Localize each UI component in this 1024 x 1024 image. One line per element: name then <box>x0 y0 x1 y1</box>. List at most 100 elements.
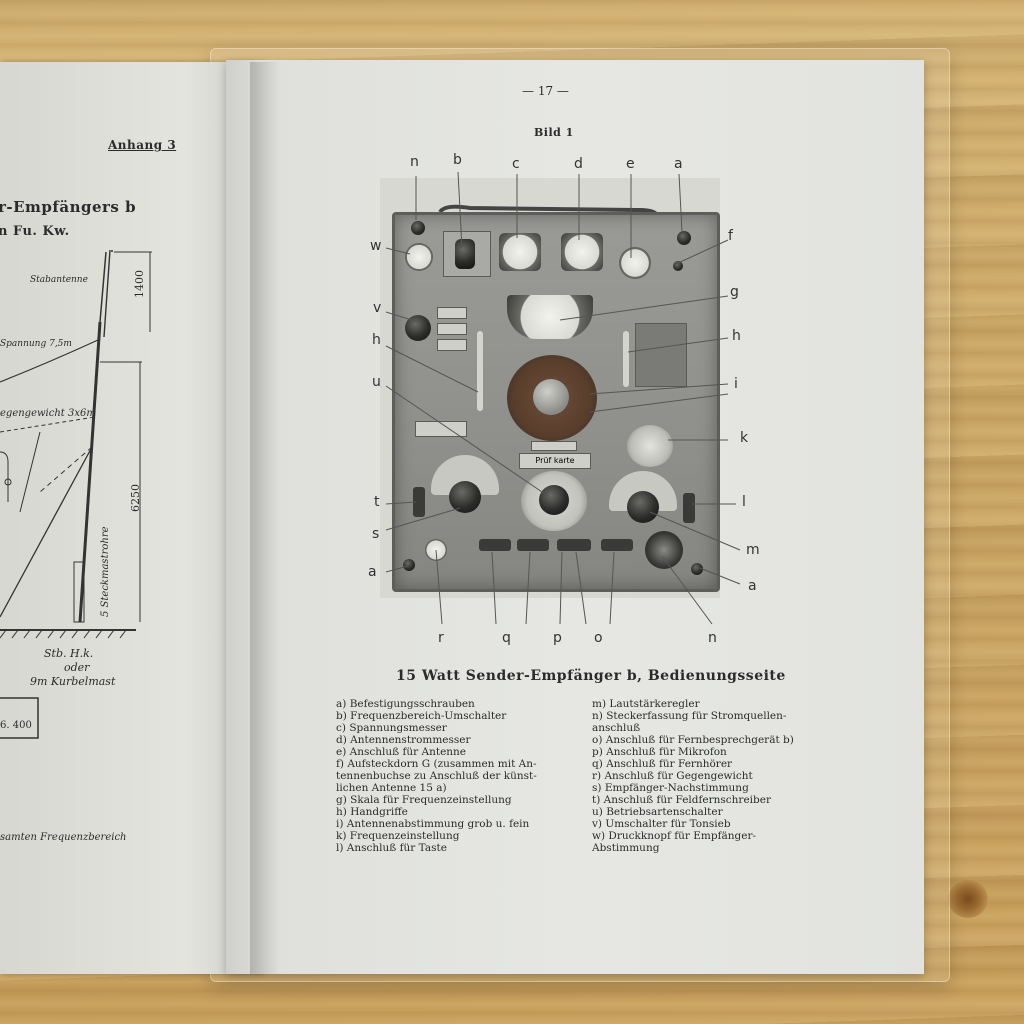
callout-right-m: m <box>746 542 760 558</box>
callout-top-d: d <box>574 156 583 172</box>
legend-item: o) Anschluß für Fernbesprechgerät b) <box>592 734 794 746</box>
figure-caption: 15 Watt Sender-Empfänger b, Bedienungsse… <box>396 668 786 684</box>
power-connector <box>645 531 683 569</box>
legend-item: i) Antennenabstimmung grob u. fein <box>336 818 530 830</box>
left-page-title-line1: r-Empfängers b <box>0 198 137 216</box>
volume-knob <box>627 491 659 523</box>
button-w <box>405 243 433 271</box>
label-plate <box>531 441 577 451</box>
callout-bottom-q: q <box>502 630 511 646</box>
callout-left-h: h <box>372 332 381 348</box>
legend-item: l) Anschluß für Taste <box>336 842 447 854</box>
legend-item: Abstimmung <box>592 842 660 854</box>
callout-bottom-p: p <box>553 630 562 646</box>
callout-right-h: h <box>732 328 741 344</box>
legend-item: g) Skala für Frequenzeinstellung <box>336 794 512 806</box>
headphone-socket <box>479 539 511 551</box>
switch-lever <box>455 239 475 269</box>
mount-screw-left <box>403 559 415 571</box>
callout-left-t: t <box>374 494 380 510</box>
legend-item: a) Befestigungsschrauben <box>336 698 475 710</box>
mount-screw-right <box>691 563 703 575</box>
callout-top-c: c <box>512 156 520 172</box>
callout-bottom-n: n <box>708 630 717 646</box>
label-plate <box>437 323 467 335</box>
callout-left-u: u <box>372 374 381 390</box>
legend-item: v) Umschalter für Tonsieb <box>592 818 731 830</box>
teleprinter-socket <box>413 487 425 517</box>
remote-socket-p <box>557 539 591 551</box>
legend-item: anschluß <box>592 722 641 734</box>
book-gutter <box>250 62 280 974</box>
label-stabantenne: Stabantenne <box>30 275 88 285</box>
callout-right-l: l <box>742 494 746 510</box>
frequency-knob <box>627 425 673 467</box>
callout-right-g: g <box>730 284 739 300</box>
legend-item: s) Empfänger-Nachstimmung <box>592 782 749 794</box>
callout-right-a: a <box>748 578 757 594</box>
check-card-plate: Prüf karte <box>519 453 591 469</box>
legend-right: m) Lautstärkeregler n) Steckerfassung fü… <box>592 698 842 854</box>
antenna-connector <box>619 247 651 279</box>
callout-top-a: a <box>674 156 683 172</box>
remote-socket-o <box>601 539 633 551</box>
legend-item: n) Steckerfassung für Stromquellen- <box>592 710 787 722</box>
callout-left-v: v <box>373 300 382 316</box>
top-right-screw <box>677 231 691 245</box>
label-kurbelmast: 9m Kurbelmast <box>30 675 116 688</box>
legend-left: a) Befestigungsschrauben b) Frequenzbere… <box>336 698 586 854</box>
label-stb: Stb. H.k. <box>44 647 94 660</box>
callout-right-f: f <box>728 228 733 244</box>
left-page-footer: samten Frequenzbereich <box>0 832 127 843</box>
antenna-diagram <box>0 249 152 739</box>
handle-left <box>477 331 483 411</box>
handle-right <box>623 331 629 387</box>
legend-item: q) Anschluß für Fernhörer <box>592 758 733 770</box>
label-box-value: 6. 400 <box>0 720 32 731</box>
top-left-knob <box>411 221 425 235</box>
label-oder: oder <box>64 661 90 674</box>
callout-left-w: w <box>370 238 382 254</box>
callout-left-a: a <box>368 564 377 580</box>
left-page-header: Anhang 3 <box>108 138 177 152</box>
microphone-socket <box>517 539 549 551</box>
callout-top-n: n <box>410 154 419 170</box>
legend-item: f) Aufsteckdorn G (zusammen mit An- <box>336 758 537 770</box>
antenna-current-meter <box>561 233 603 271</box>
antenna-tuning-knob <box>533 379 569 415</box>
legend-item: m) Lautstärkeregler <box>592 698 700 710</box>
left-page: Anhang 3 r-Empfängers b n Fu. Kw. <box>0 62 262 974</box>
callout-right-i: i <box>734 376 738 392</box>
legend-item: b) Frequenzbereich-Umschalter <box>336 710 507 722</box>
callout-bottom-r: r <box>438 630 444 646</box>
legend-item: w) Druckknopf für Empfänger- <box>592 830 757 842</box>
legend-item: c) Spannungsmesser <box>336 722 447 734</box>
callout-top-e: e <box>626 156 635 172</box>
wood-knot <box>948 880 988 918</box>
legend-item: lichen Antenne 15 a) <box>336 782 447 794</box>
callout-bottom-o: o <box>594 630 603 646</box>
legend-item: r) Anschluß für Gegengewicht <box>592 770 753 782</box>
page-number: — 17 — <box>522 84 569 98</box>
callout-left-s: s <box>372 526 380 542</box>
legend-item: tennenbuchse zu Anschluß der künst- <box>336 770 537 782</box>
receiver-tuning-knob <box>449 481 481 513</box>
label-spannung: Spannung 7,5m <box>0 339 72 349</box>
callout-top-b: b <box>453 152 462 168</box>
maker-plate <box>415 421 467 437</box>
legend-item: u) Betriebsartenschalter <box>592 806 723 818</box>
label-plate <box>437 307 467 319</box>
legend-item: d) Antennenstrommesser <box>336 734 471 746</box>
legend-item: p) Anschluß für Mikrofon <box>592 746 727 758</box>
legend-item: h) Handgriffe <box>336 806 408 818</box>
label-plate <box>437 339 467 351</box>
legend-item: e) Anschluß für Antenne <box>336 746 467 758</box>
figure-label: Bild 1 <box>534 126 574 139</box>
label-gegengewicht: egengewicht 3x6m <box>0 408 96 419</box>
voltage-meter <box>499 233 541 271</box>
plug-pin-f <box>673 261 683 271</box>
mode-switch-knob <box>539 485 569 515</box>
info-plate <box>635 323 687 387</box>
key-socket <box>683 493 695 523</box>
